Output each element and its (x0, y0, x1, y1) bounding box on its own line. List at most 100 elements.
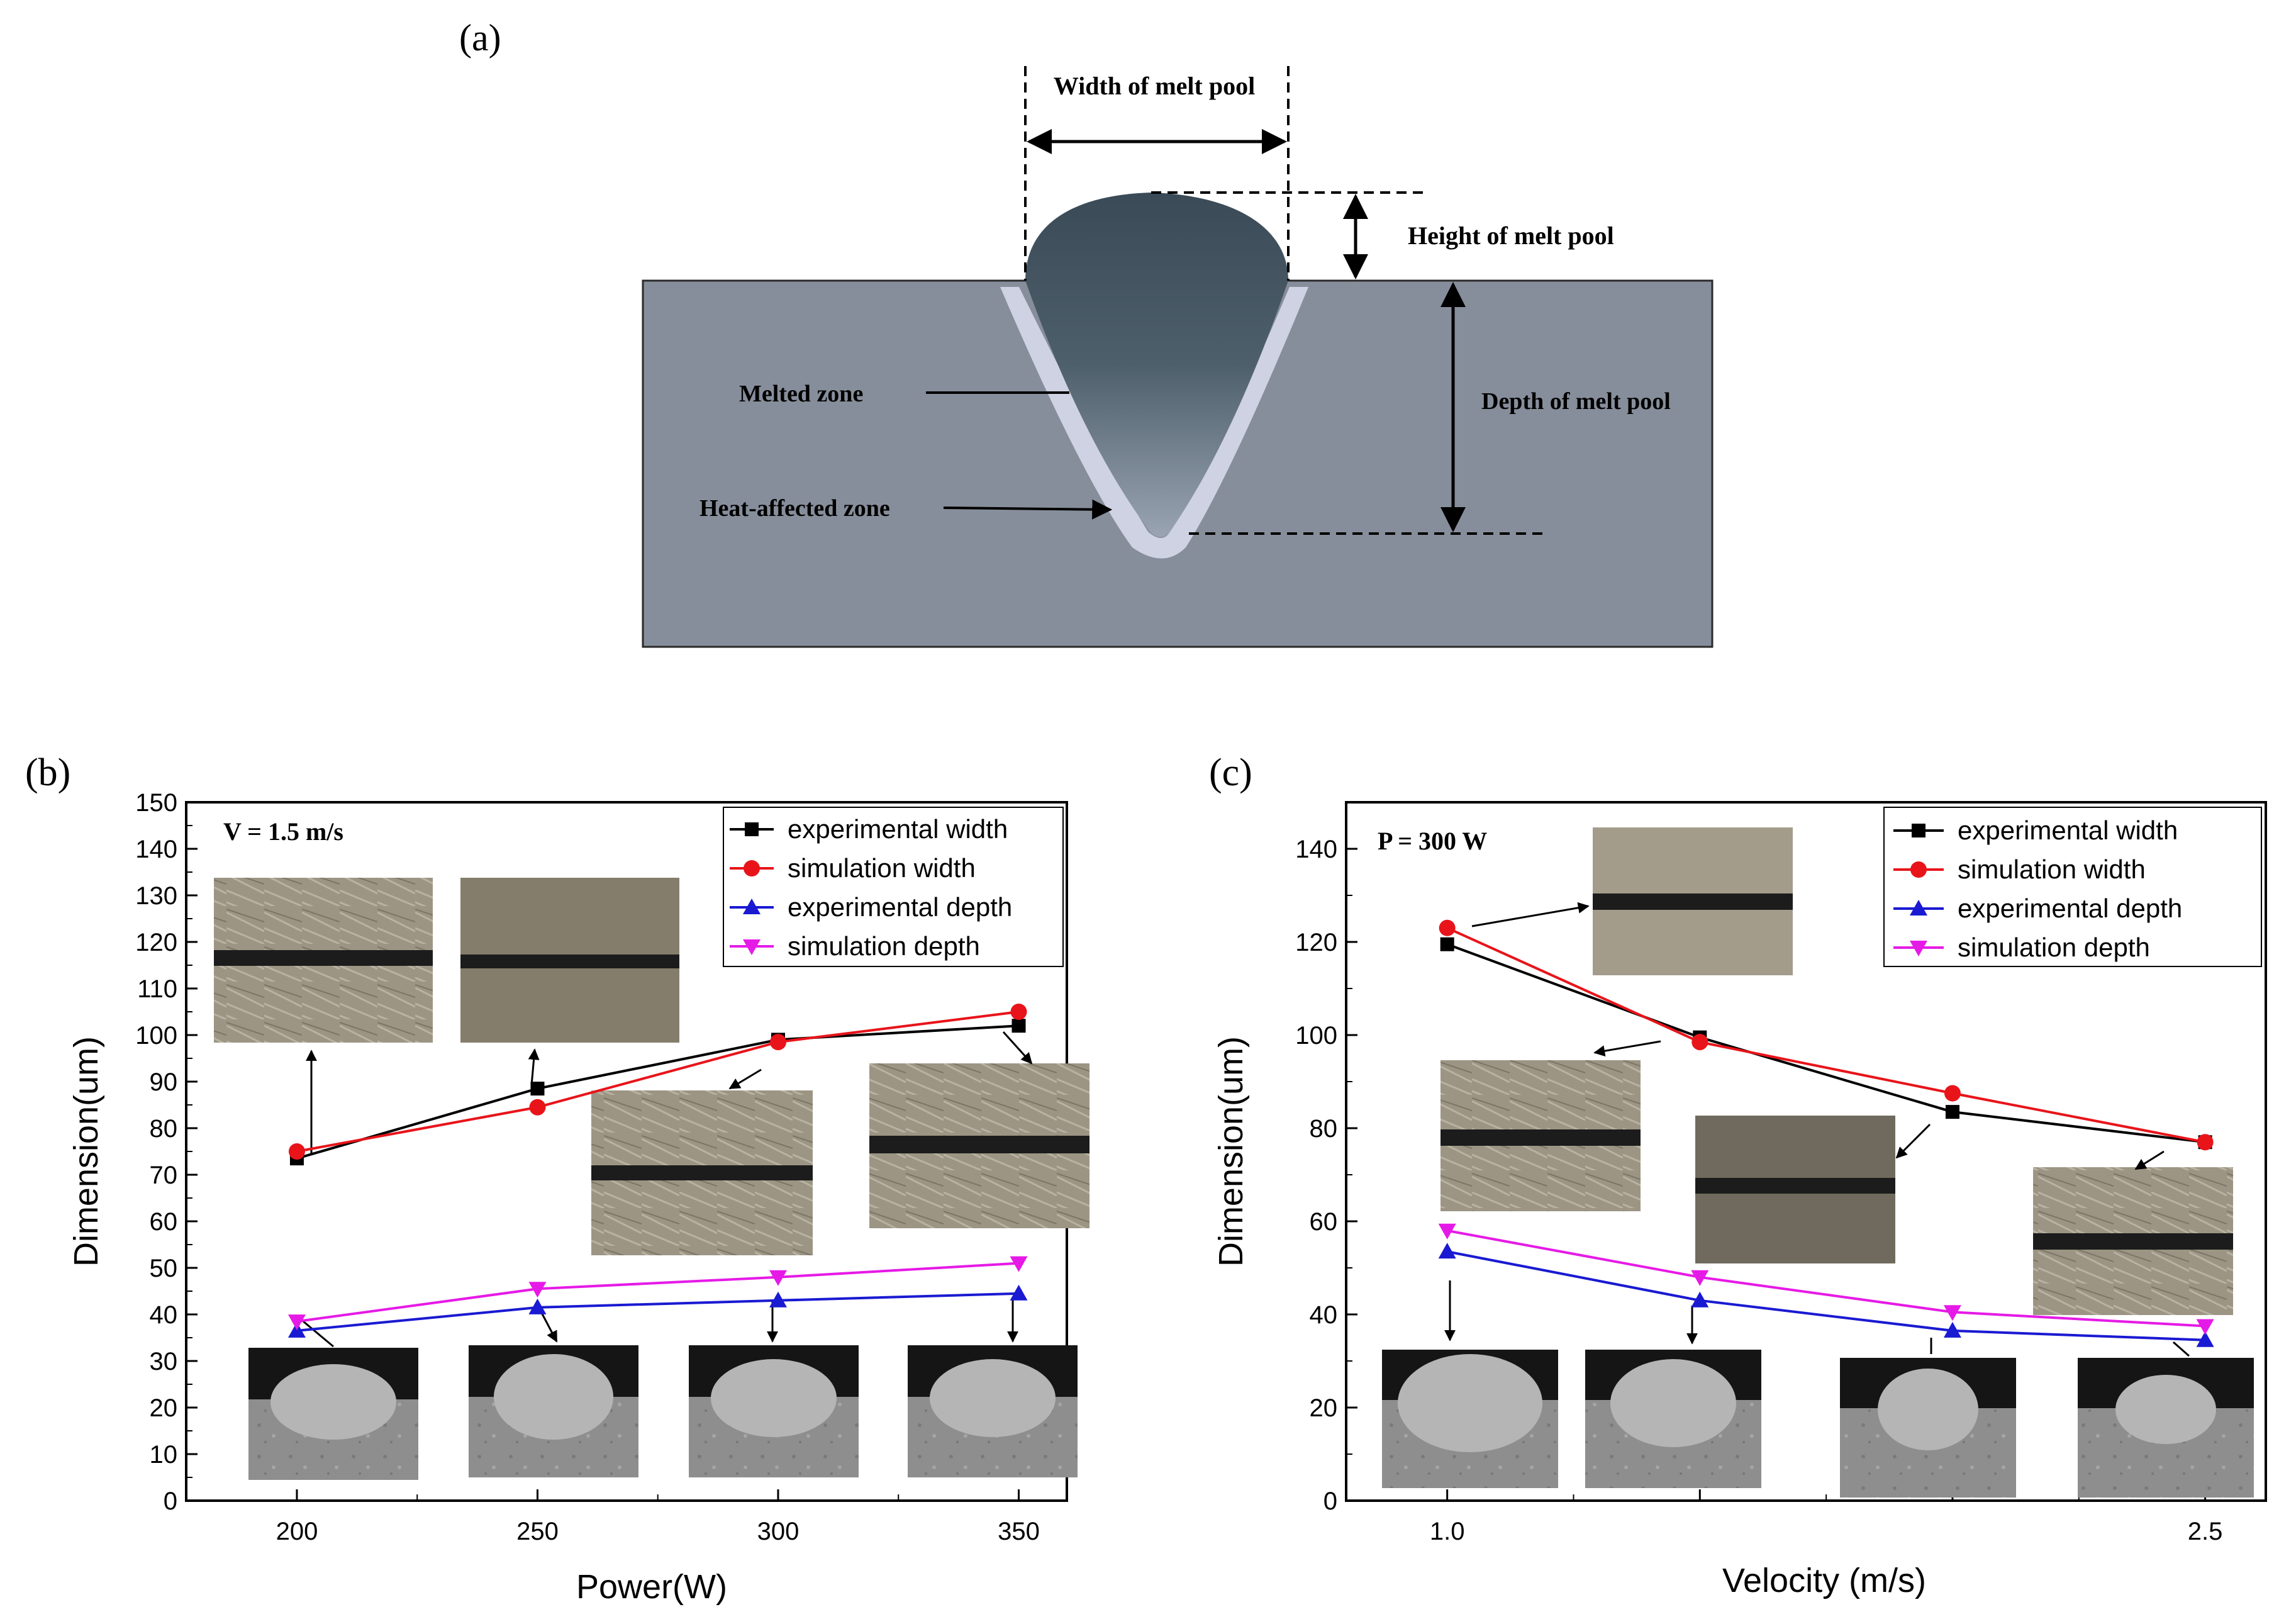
legend-label: experimental width (788, 814, 1008, 844)
melt-pool-shape (1025, 193, 1288, 537)
y-tick-label: 90 (150, 1068, 178, 1096)
panel-c-label: (c) (1209, 751, 1252, 794)
micrograph-c-section-2 (1585, 1350, 1761, 1488)
data-point-experimental-depth (1943, 1321, 1961, 1338)
chart-b-annotation: V = 1.5 m/s (223, 817, 343, 846)
y-tick-label: 60 (1310, 1208, 1338, 1236)
y-tick-label: 60 (150, 1208, 178, 1236)
x-tick-label: 200 (276, 1518, 318, 1545)
chart-c-micrographs (1382, 827, 2254, 1498)
legend-marker (743, 939, 761, 955)
x-tick-label: 1.0 (1430, 1518, 1465, 1545)
panel-a-label: (a) (459, 17, 501, 59)
x-tick-label: 300 (757, 1518, 800, 1545)
data-point-simulation-width (1439, 919, 1456, 936)
y-tick-label: 20 (150, 1394, 178, 1422)
chart-c-frame (1345, 801, 2267, 1502)
series-line-simulation-width (296, 1011, 1019, 1153)
chart-c-annotation: P = 300 W (1378, 827, 1487, 855)
y-tick-label: 110 (137, 975, 177, 1003)
x-tick-label: 250 (516, 1518, 559, 1545)
chart-b-ylabel: Dimension(um) (67, 1036, 105, 1267)
legend-marker (745, 822, 759, 836)
y-tick-label: 80 (1310, 1115, 1338, 1143)
y-tick-label: 100 (135, 1022, 177, 1050)
micrograph-b-section-4 (908, 1345, 1078, 1477)
legend-marker (1910, 861, 1927, 878)
legend-marker (1910, 900, 1927, 916)
y-tick-label: 70 (150, 1162, 178, 1189)
data-point-simulation-depth (1691, 1270, 1709, 1286)
legend-marker (744, 860, 760, 876)
y-tick-label: 120 (135, 929, 177, 956)
chart-c-ylabel: Dimension(um) (1212, 1036, 1250, 1267)
data-point-simulation-width (288, 1143, 305, 1160)
y-tick-label: 40 (150, 1301, 178, 1329)
y-tick-label: 0 (1324, 1487, 1337, 1515)
legend-label: experimental width (1958, 815, 2178, 845)
data-point-simulation-depth (2196, 1319, 2214, 1335)
micrograph-c-section-4 (2078, 1358, 2254, 1498)
y-tick-label: 0 (164, 1487, 177, 1515)
x-tick-label: 2.5 (2188, 1518, 2223, 1545)
y-tick-label: 140 (135, 836, 177, 863)
legend-label: simulation depth (788, 931, 980, 961)
panel-b: (b) 010203040506070809010011012013014015… (25, 751, 1089, 1606)
height-label: Height of melt pool (1408, 221, 1614, 250)
data-point-experimental-width (530, 1082, 545, 1096)
data-point-experimental-depth (769, 1291, 787, 1308)
series-line-simulation-depth (296, 1262, 1019, 1323)
data-point-simulation-depth (1438, 1223, 1456, 1240)
y-tick-label: 20 (1310, 1394, 1338, 1422)
data-point-simulation-depth (528, 1282, 547, 1298)
data-point-experimental-width (1945, 1105, 1959, 1119)
chart-b-micrographs (214, 878, 1089, 1480)
chart-c-series (1438, 919, 2214, 1347)
y-tick-label: 80 (150, 1115, 178, 1143)
series-line-experimental-depth (1447, 1250, 2205, 1341)
legend-marker (1910, 941, 1927, 956)
data-point-experimental-depth (1438, 1243, 1456, 1259)
legend-label: experimental depth (788, 892, 1012, 922)
legend-marker (743, 899, 761, 914)
y-tick-label: 50 (150, 1255, 178, 1282)
data-point-simulation-width (529, 1099, 546, 1116)
data-point-simulation-depth (287, 1314, 306, 1331)
series-line-simulation-depth (1447, 1229, 2205, 1328)
depth-label: Depth of melt pool (1481, 388, 1671, 415)
y-tick-label: 140 (1295, 836, 1337, 863)
micrograph-c-section-3 (1840, 1358, 2016, 1498)
x-tick-label: 350 (998, 1518, 1040, 1545)
series-line-experimental-width (296, 1024, 1019, 1160)
chart-b-series (287, 1004, 1028, 1338)
series-line-simulation-width (1446, 926, 2205, 1144)
data-point-simulation-width (2197, 1134, 2214, 1151)
data-point-experimental-depth (528, 1298, 547, 1314)
data-point-experimental-depth (1691, 1291, 1709, 1308)
data-point-experimental-depth (1010, 1284, 1028, 1301)
data-point-simulation-depth (1943, 1305, 1961, 1321)
data-point-simulation-width (1944, 1085, 1961, 1102)
y-tick-label: 30 (150, 1348, 178, 1375)
panel-b-label: (b) (25, 751, 70, 794)
series-line-experimental-width (1446, 943, 2205, 1144)
chart-b-axes: 0102030405060708090100110120130140150200… (135, 789, 1040, 1545)
data-point-simulation-width (1691, 1034, 1708, 1051)
haz-label: Heat-affected zone (699, 495, 890, 522)
data-point-experimental-width (1011, 1019, 1026, 1033)
series-line-experimental-depth (296, 1292, 1019, 1332)
heat-affected-zone-shape (1000, 287, 1308, 559)
haz-arrow (943, 499, 1113, 520)
width-label: Width of melt pool (1054, 72, 1255, 100)
legend-marker (1912, 824, 1925, 837)
data-point-simulation-depth (1010, 1256, 1028, 1272)
legend-label: experimental depth (1958, 893, 2182, 923)
micrograph-c-section-1 (1382, 1350, 1558, 1488)
data-point-simulation-width (769, 1034, 786, 1051)
micrograph-b-section-1 (248, 1348, 418, 1480)
y-tick-label: 120 (1295, 929, 1337, 956)
